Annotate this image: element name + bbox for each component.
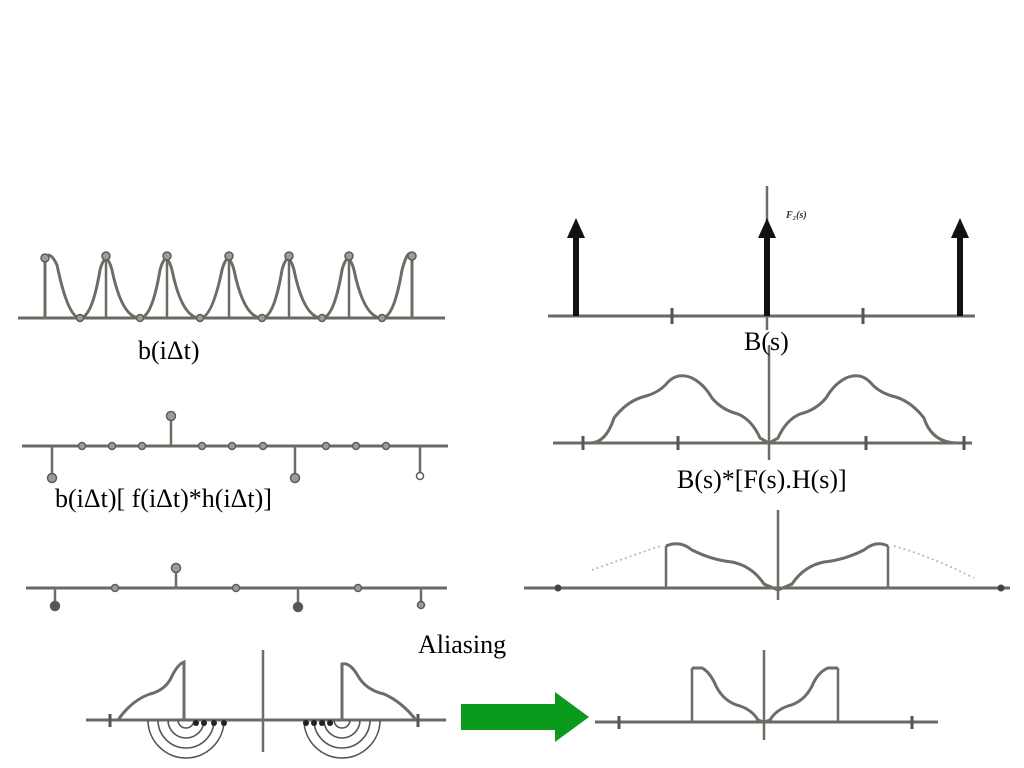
- right-arrow-icon: [461, 692, 589, 742]
- fold-arcs-right: [303, 719, 381, 759]
- panel-folding-sketch: [86, 650, 446, 759]
- spike-left-arrowhead: [567, 218, 585, 238]
- panel-product-sequence: [22, 410, 448, 484]
- panel-sampled-signal: [18, 251, 445, 323]
- aliased-curve: [692, 666, 838, 724]
- spike-annotation: F₂(s): [785, 210, 807, 221]
- label-aliasing: Aliasing: [418, 630, 507, 659]
- truncated-curve: [665, 542, 889, 592]
- convolved-curve: [589, 374, 959, 445]
- folding-curve-left: [116, 659, 186, 721]
- label-product: b(iΔt)[ f(iΔt)*h(iΔt)]: [55, 484, 272, 513]
- panel-decimated-sequence: [26, 562, 447, 613]
- zero-samples-3: [77, 441, 391, 451]
- sample-stems-1: [40, 251, 417, 323]
- folding-curve-right: [340, 662, 418, 721]
- fold-arcs-left: [147, 719, 227, 759]
- panel-convolved-spectrum: [553, 345, 972, 460]
- label-b-sampled: b(iΔt): [138, 336, 200, 365]
- panel-aliased-result: [595, 650, 938, 740]
- panel-truncated-spectrum: [524, 510, 1010, 600]
- label-B-spectrum: B(s): [744, 327, 789, 356]
- label-convolved: B(s)*[F(s).H(s)]: [677, 465, 847, 494]
- spike-center-arrowhead: [758, 218, 776, 238]
- spike-right-arrowhead: [951, 218, 969, 238]
- panel-comb-spectrum: F₂(s): [548, 186, 975, 330]
